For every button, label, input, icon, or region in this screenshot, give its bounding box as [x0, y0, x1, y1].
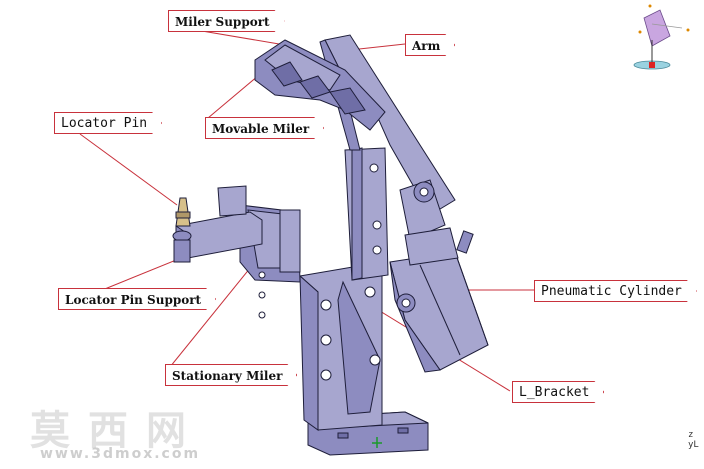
callout-l-bracket[interactable]: L_Bracket — [512, 381, 604, 403]
movable-miler-part — [254, 39, 386, 131]
cylinder-clevis — [399, 179, 459, 266]
orientation-compass[interactable] — [633, 4, 690, 70]
leader-lines — [79, 29, 535, 392]
l-bracket — [298, 261, 383, 431]
callout-locator-pin[interactable]: Locator Pin — [54, 112, 162, 134]
compass-origin-icon — [649, 62, 655, 68]
arm-part — [319, 34, 456, 216]
pneumatic-cylinder-part — [389, 230, 489, 373]
watermark-chinese: 莫西网 — [30, 408, 204, 454]
callout-miler-support[interactable]: Miler Support — [168, 10, 285, 32]
locator-pin-support-part — [172, 185, 263, 263]
locator-pin-part — [175, 197, 191, 227]
watermark-url: www.3dmox.com — [40, 446, 201, 462]
support-column — [344, 147, 389, 281]
axis-triad-label: z yL — [688, 430, 699, 450]
callout-movable-miler[interactable]: Movable Miler — [205, 117, 324, 139]
callout-pneumatic-cylinder[interactable]: Pneumatic Cylinder — [534, 280, 697, 302]
callout-stationary-miler[interactable]: Stationary Miler — [165, 364, 297, 386]
callout-locator-pin-support[interactable]: Locator Pin Support — [58, 288, 216, 310]
axis-marker-icon — [372, 437, 382, 448]
callout-arm[interactable]: Arm — [405, 34, 455, 56]
